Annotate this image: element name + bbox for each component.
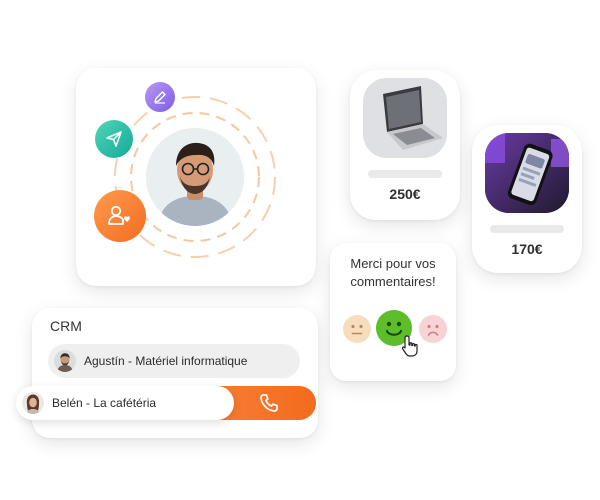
hand-cursor-icon (401, 335, 418, 357)
edit-action-button[interactable] (145, 82, 175, 112)
contact-heart-icon (108, 205, 130, 225)
send-icon (106, 131, 122, 147)
happy-face-icon[interactable] (376, 310, 412, 346)
product-title-placeholder (368, 170, 442, 178)
laptop-image (363, 78, 447, 158)
neutral-face-icon[interactable] (343, 315, 371, 343)
contact-action-button[interactable] (94, 190, 146, 242)
contact-item-agustin[interactable]: Agustín - Matériel informatique (48, 344, 300, 378)
product-title-placeholder (490, 225, 564, 233)
contact-label: Agustín - Matériel informatique (84, 354, 248, 368)
edit-icon (154, 91, 166, 104)
phone-icon (260, 394, 278, 412)
contact-label: Belén - La cafétéria (52, 396, 157, 410)
profile-avatar (146, 128, 244, 226)
profile-rings (114, 96, 276, 258)
product-price: 250€ (389, 186, 421, 202)
profile-card (76, 68, 316, 286)
product-card-phone[interactable]: 170€ (472, 125, 582, 273)
phone-image (485, 133, 569, 213)
product-price: 170€ (511, 241, 543, 257)
contact-item-belen[interactable]: Belén - La cafétéria (16, 386, 234, 420)
feedback-card: Merci pour vos commentaires! (330, 243, 456, 381)
crm-card: CRM Agustín - Matériel informatique Belé… (16, 308, 318, 438)
send-action-button[interactable] (95, 120, 133, 158)
contact-avatar (54, 350, 76, 372)
call-button[interactable] (258, 392, 280, 414)
feedback-message: Merci pour vos commentaires! (350, 256, 436, 289)
crm-title: CRM (50, 318, 82, 334)
contact-avatar (22, 392, 44, 414)
sad-face-icon[interactable] (419, 315, 447, 343)
product-card-laptop[interactable]: 250€ (350, 70, 460, 220)
